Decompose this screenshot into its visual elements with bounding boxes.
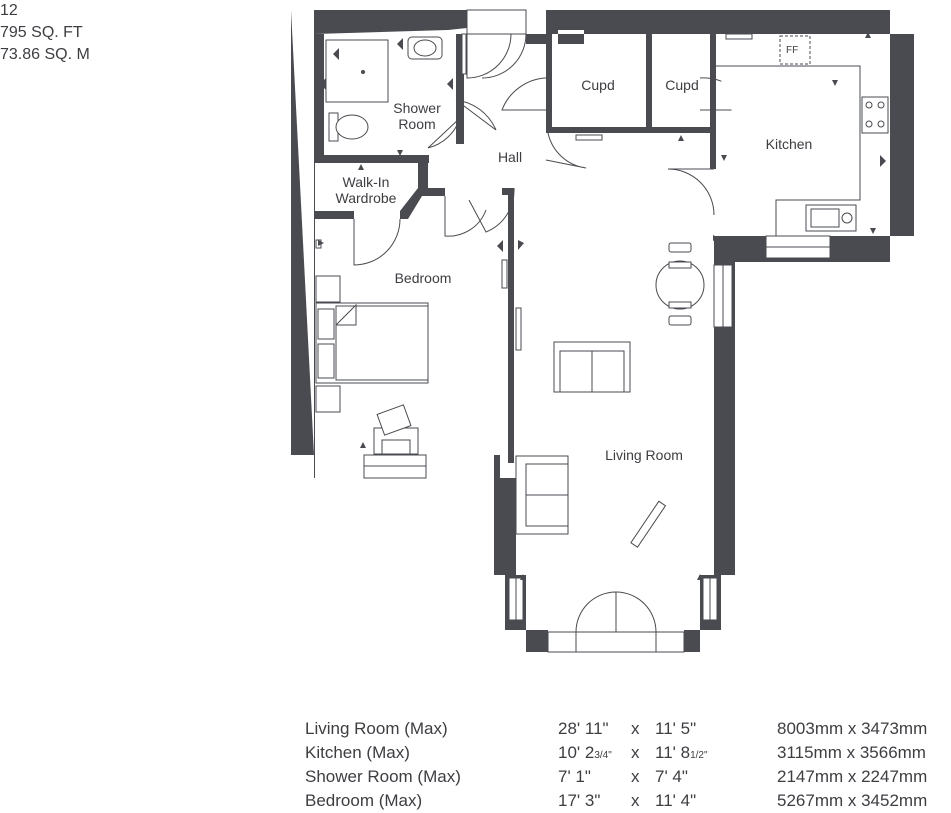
shower-room-wall bbox=[314, 34, 324, 158]
dimension-imperial-b: 11' 5" bbox=[655, 719, 697, 738]
dimension-imperial-a: 10' 2 bbox=[558, 743, 595, 762]
plot-info: 12 795 SQ. FT 73.86 SQ. M bbox=[0, 0, 90, 66]
shower-fittings bbox=[325, 33, 467, 142]
fridge-freezer bbox=[779, 35, 811, 65]
arrow-markers bbox=[318, 32, 886, 580]
wardrobe-bottom-wall bbox=[314, 211, 354, 219]
dimension-x: x bbox=[631, 767, 640, 786]
dimension-imperial-b: 7' 4" bbox=[655, 767, 688, 786]
tv-icon bbox=[630, 500, 667, 548]
dimension-x: x bbox=[631, 743, 640, 762]
cupd-left-wall bbox=[546, 34, 552, 129]
hob-icon bbox=[861, 96, 889, 134]
dimension-room: Bedroom (Max) bbox=[305, 791, 423, 810]
cupd-bottom-wall bbox=[546, 127, 714, 133]
label-living-room: Living Room bbox=[605, 447, 683, 463]
dimension-room: Kitchen (Max) bbox=[305, 743, 410, 762]
bedside-table-bottom bbox=[315, 385, 341, 413]
plot-area-sqm: 73.86 SQ. M bbox=[0, 46, 90, 63]
shower-right-wall bbox=[456, 34, 464, 144]
bedroom-furniture bbox=[315, 239, 429, 455]
label-cupd-left: Cupd bbox=[581, 77, 614, 93]
label-wardrobe-line2: Wardrobe bbox=[336, 190, 397, 206]
dimension-metric: 8003mm x 3473mm bbox=[777, 719, 928, 738]
label-hall: Hall bbox=[498, 149, 522, 165]
dimension-x: x bbox=[631, 791, 640, 810]
dimension-room: Living Room (Max) bbox=[305, 719, 448, 738]
dimension-imperial-b: 11' 8 bbox=[655, 743, 691, 762]
dimension-x: x bbox=[631, 719, 640, 738]
fridge-label: FF bbox=[786, 45, 798, 56]
label-wardrobe-line1: Walk-In bbox=[343, 174, 390, 190]
dimension-room: Shower Room (Max) bbox=[305, 767, 461, 786]
wardrobe-angle-wall bbox=[400, 188, 445, 219]
cupd-divider-wall bbox=[646, 34, 652, 132]
dimension-imperial-a: 28' 11" bbox=[558, 719, 609, 738]
dimension-imperial-b-fraction: 1/2" bbox=[690, 750, 708, 761]
plot-number: 12 bbox=[0, 2, 18, 19]
dimension-imperial-a-fraction: 3/4" bbox=[594, 750, 612, 761]
dining-table-icon bbox=[655, 260, 705, 310]
dimension-metric: 5267mm x 3452mm bbox=[777, 791, 928, 810]
label-shower-line1: Shower bbox=[393, 100, 441, 116]
dimension-imperial-a: 17' 3" bbox=[558, 791, 601, 810]
dimension-metric: 3115mm x 3566mm bbox=[777, 743, 926, 762]
label-shower-line2: Room bbox=[398, 116, 435, 132]
label-cupd-right: Cupd bbox=[665, 77, 698, 93]
dimension-imperial-b: 11' 4" bbox=[655, 791, 697, 810]
plot-area-sqft: 795 SQ. FT bbox=[0, 24, 83, 41]
living-furniture bbox=[501, 134, 705, 548]
bedroom-living-wall bbox=[508, 188, 514, 463]
wardrobe-right-wall bbox=[418, 155, 428, 195]
kitchen-units bbox=[716, 33, 889, 236]
dimension-imperial-a: 7' 1" bbox=[558, 767, 591, 786]
shower-tray bbox=[325, 39, 389, 103]
label-bedroom: Bedroom bbox=[395, 270, 452, 286]
wardrobe-top-wall bbox=[314, 155, 429, 163]
bedside-table-top bbox=[315, 275, 341, 303]
floor-plan: FF bbox=[291, 9, 914, 653]
wc-pan bbox=[335, 114, 369, 140]
label-kitchen: Kitchen bbox=[766, 136, 813, 152]
dimension-metric: 2147mm x 2247mm bbox=[777, 767, 928, 786]
